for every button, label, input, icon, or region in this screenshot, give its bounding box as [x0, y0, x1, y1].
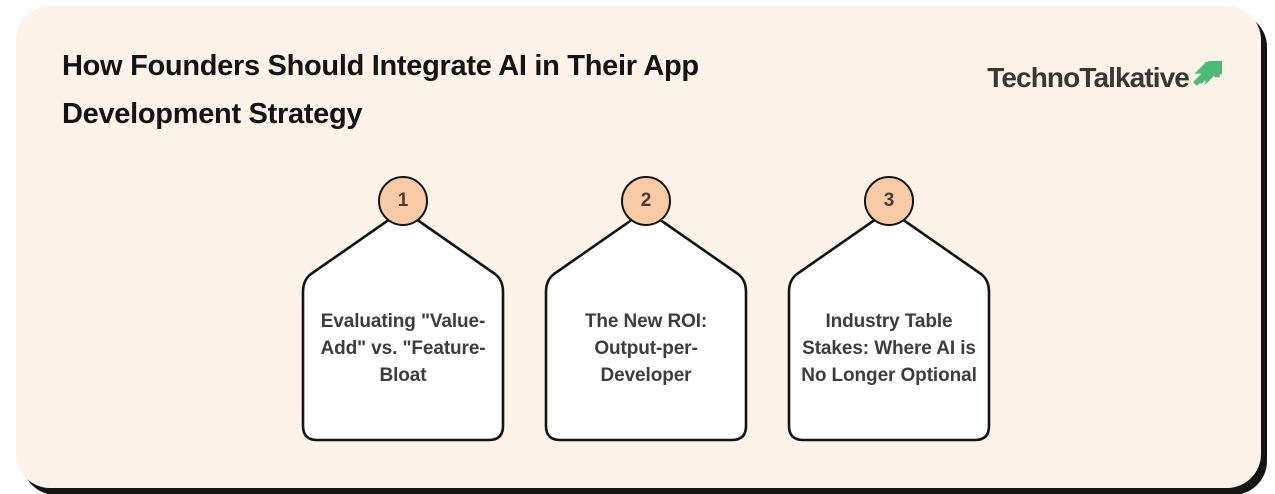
step-badge-2: 2: [621, 176, 671, 226]
step-card-1-shape: [301, 208, 505, 442]
step-badge-3: 3: [864, 176, 914, 226]
step-card-1[interactable]: 1 Evaluating "Value-Add" vs. "Feature-Bl…: [299, 176, 507, 444]
step-number-3: 3: [883, 190, 895, 211]
steps-row: 1 Evaluating "Value-Add" vs. "Feature-Bl…: [16, 176, 1261, 446]
step-label-1: Evaluating "Value-Add" vs. "Feature-Bloa…: [320, 310, 486, 386]
step-number-1: 1: [397, 190, 409, 211]
step-card-2-shape: [544, 208, 748, 442]
double-chevron-up-right-icon: [1191, 55, 1225, 89]
step-card-2[interactable]: 2 The New ROI: Output-per-Developer: [542, 176, 750, 444]
main-panel: How Founders Should Integrate AI in Thei…: [16, 6, 1261, 488]
page-title: How Founders Should Integrate AI in Thei…: [62, 50, 699, 130]
step-label-3: Industry Table Stakes: Where AI is No Lo…: [801, 310, 977, 386]
step-label-2: The New ROI: Output-per-Developer: [584, 310, 708, 386]
brand-logo: TechnoTalkative: [987, 61, 1225, 95]
brand-logo-text: TechnoTalkative: [987, 62, 1190, 93]
step-number-2: 2: [640, 190, 652, 211]
step-card-3[interactable]: 3 Industry Table Stakes: Where AI is No …: [785, 176, 993, 444]
step-card-3-shape: [787, 208, 991, 442]
step-badge-1: 1: [378, 176, 428, 226]
